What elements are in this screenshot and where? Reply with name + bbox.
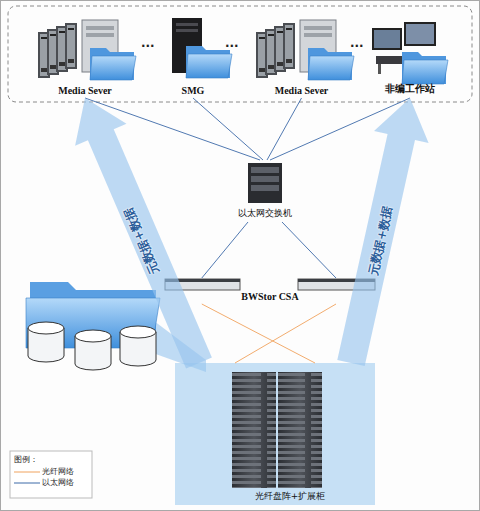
cabinet-slots <box>278 372 322 488</box>
legend-line <box>14 482 40 483</box>
desk-leg <box>378 64 381 74</box>
folder <box>402 52 448 84</box>
data-folder <box>26 282 160 370</box>
drive-bay <box>176 29 198 32</box>
node-label: 光纤盘阵+扩展柜 <box>255 490 326 503</box>
network-link <box>267 98 302 160</box>
flow-arrow-shape <box>337 98 428 366</box>
media-server-icon <box>38 20 136 80</box>
node-label: Media Sever <box>58 85 112 96</box>
database <box>28 322 64 362</box>
node-label: BWStor CSA <box>241 291 298 302</box>
smg-icon <box>172 18 232 78</box>
link-line <box>267 98 302 160</box>
data-flow-arrow <box>337 98 428 366</box>
legend-label: 光纤网络 <box>42 466 74 477</box>
legend-row: 以太网络 <box>14 477 74 488</box>
workstation-icon <box>372 22 448 84</box>
legend-row: 光纤网络 <box>14 466 74 477</box>
link-line <box>202 304 315 363</box>
storage-array: 光纤盘阵+扩展柜 <box>175 363 375 505</box>
ethernet-switch: 以太网交换机 <box>215 160 315 222</box>
media-server-icon <box>256 20 354 80</box>
link-line <box>282 222 336 278</box>
network-link <box>202 222 248 278</box>
network-link <box>202 304 315 363</box>
link-line <box>193 98 263 160</box>
node-label: SMG <box>182 85 205 96</box>
link-line <box>235 304 336 363</box>
drive-bay <box>176 23 198 26</box>
flow-arrow-shape <box>75 98 212 369</box>
ellipsis: ... <box>141 36 155 50</box>
legend-title: 图例： <box>14 454 38 465</box>
database <box>120 326 156 366</box>
data-flow-arrow <box>75 98 212 369</box>
link-line <box>202 222 248 278</box>
monitor <box>372 28 402 50</box>
network-link <box>193 98 263 160</box>
node-label: 以太网交换机 <box>238 207 292 220</box>
storage-cabinet <box>232 372 322 488</box>
cabinet-slots <box>232 372 276 488</box>
media-server: Media Sever <box>33 14 137 98</box>
storage-area <box>175 363 375 505</box>
legend-line-sample <box>14 468 42 476</box>
network-link <box>282 222 336 278</box>
legend-line-sample <box>14 479 42 487</box>
screen <box>406 24 434 44</box>
cabinet <box>278 372 322 488</box>
legend-line <box>14 471 40 472</box>
node-label: Media Sever <box>275 85 329 96</box>
node-label: 非编工作站 <box>385 82 435 96</box>
database <box>75 330 111 370</box>
network-link <box>235 304 336 363</box>
switch-icon <box>248 163 282 203</box>
legend-label: 以太网络 <box>42 477 74 488</box>
media-server: Media Sever <box>253 14 350 98</box>
ellipsis: ... <box>350 36 364 50</box>
edit-workstation: 非编工作站 <box>364 14 456 98</box>
port-row <box>251 167 279 173</box>
legend-box <box>10 451 92 498</box>
monitor <box>404 22 436 46</box>
smg-server: SMG <box>165 14 221 98</box>
port-row <box>251 176 279 182</box>
csa-controller: BWStor CSA <box>160 278 380 304</box>
port-row <box>251 185 279 191</box>
server-group-frame <box>8 6 472 102</box>
ellipsis: ... <box>225 36 239 50</box>
cabinet <box>232 372 276 488</box>
switch-body <box>248 163 282 203</box>
screen <box>374 30 400 48</box>
folder <box>186 46 232 78</box>
